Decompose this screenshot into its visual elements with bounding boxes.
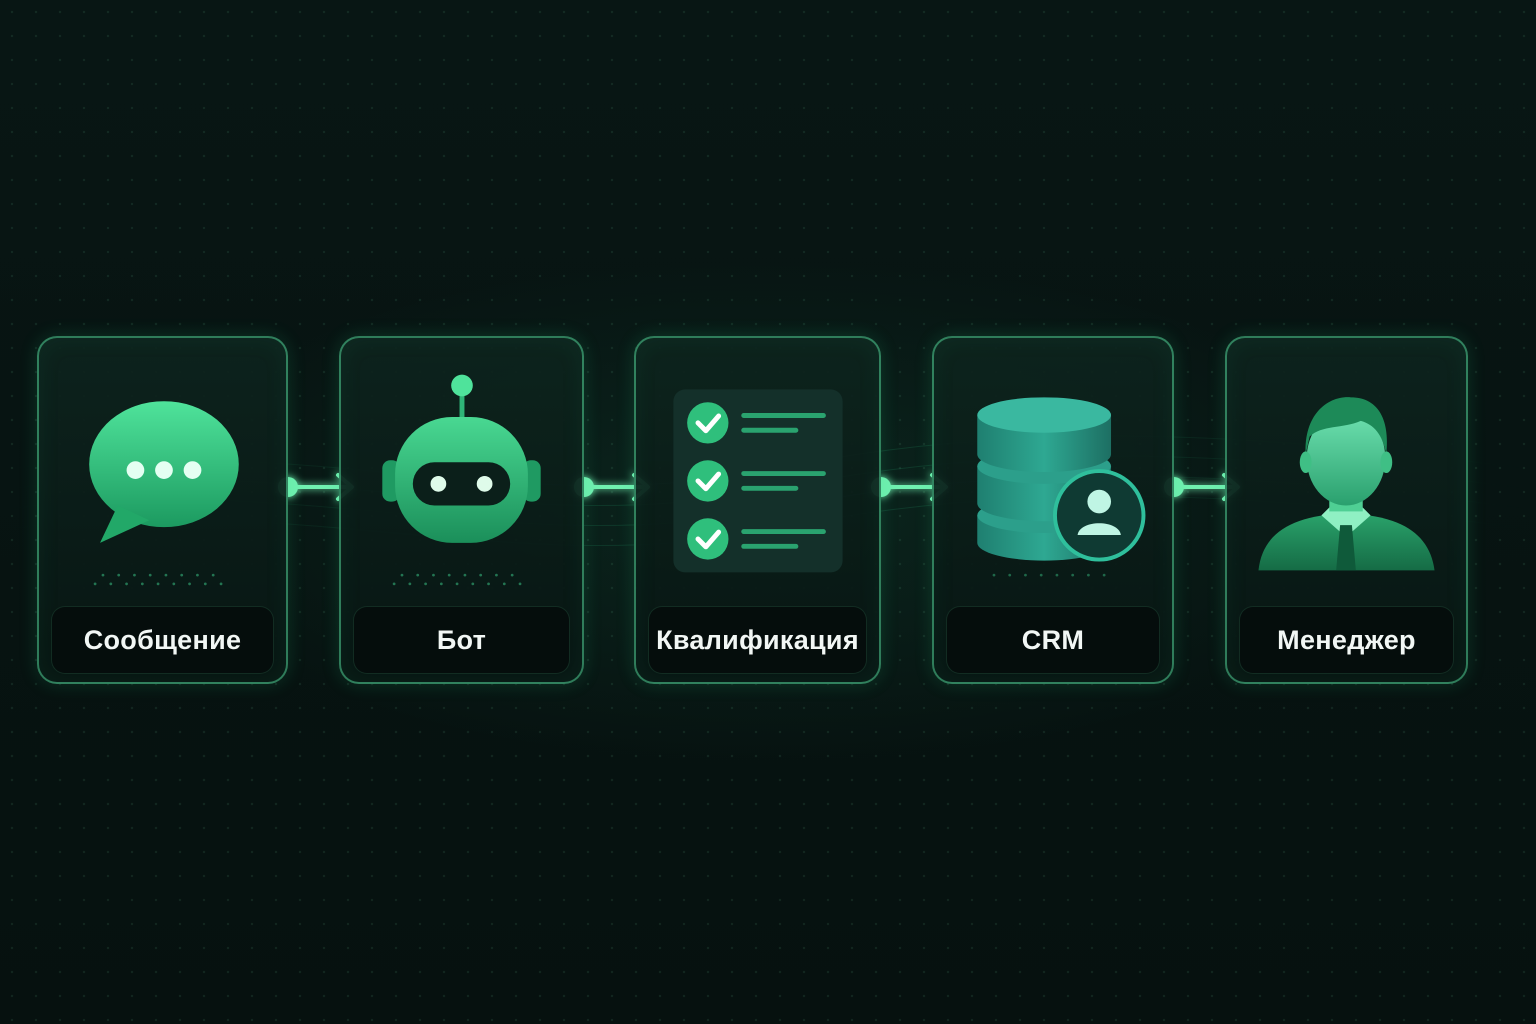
step-card-bot: Бот [339,336,584,684]
decorative-dots [992,573,1106,577]
step-label: Сообщение [51,606,274,674]
manager-avatar-icon [1258,397,1435,571]
step-card-message: Сообщение [37,336,288,684]
step-label: Менеджер [1239,606,1454,674]
decorative-dots [93,573,223,586]
step-label: Бот [353,606,570,674]
chat-bubble-icon [89,401,239,543]
step-card-manager: Менеджер [1225,336,1468,684]
step-label: CRM [946,606,1160,674]
check-item [687,460,826,502]
step-label: Квалификация [648,606,867,674]
database-user-icon [977,397,1146,562]
step-card-qualification: Квалификация [634,336,881,684]
checklist-icon [673,389,843,573]
check-item [687,518,826,560]
check-item [687,402,826,444]
robot-icon [382,374,541,543]
step-card-crm: CRM [932,336,1174,684]
decorative-dots [392,573,522,586]
